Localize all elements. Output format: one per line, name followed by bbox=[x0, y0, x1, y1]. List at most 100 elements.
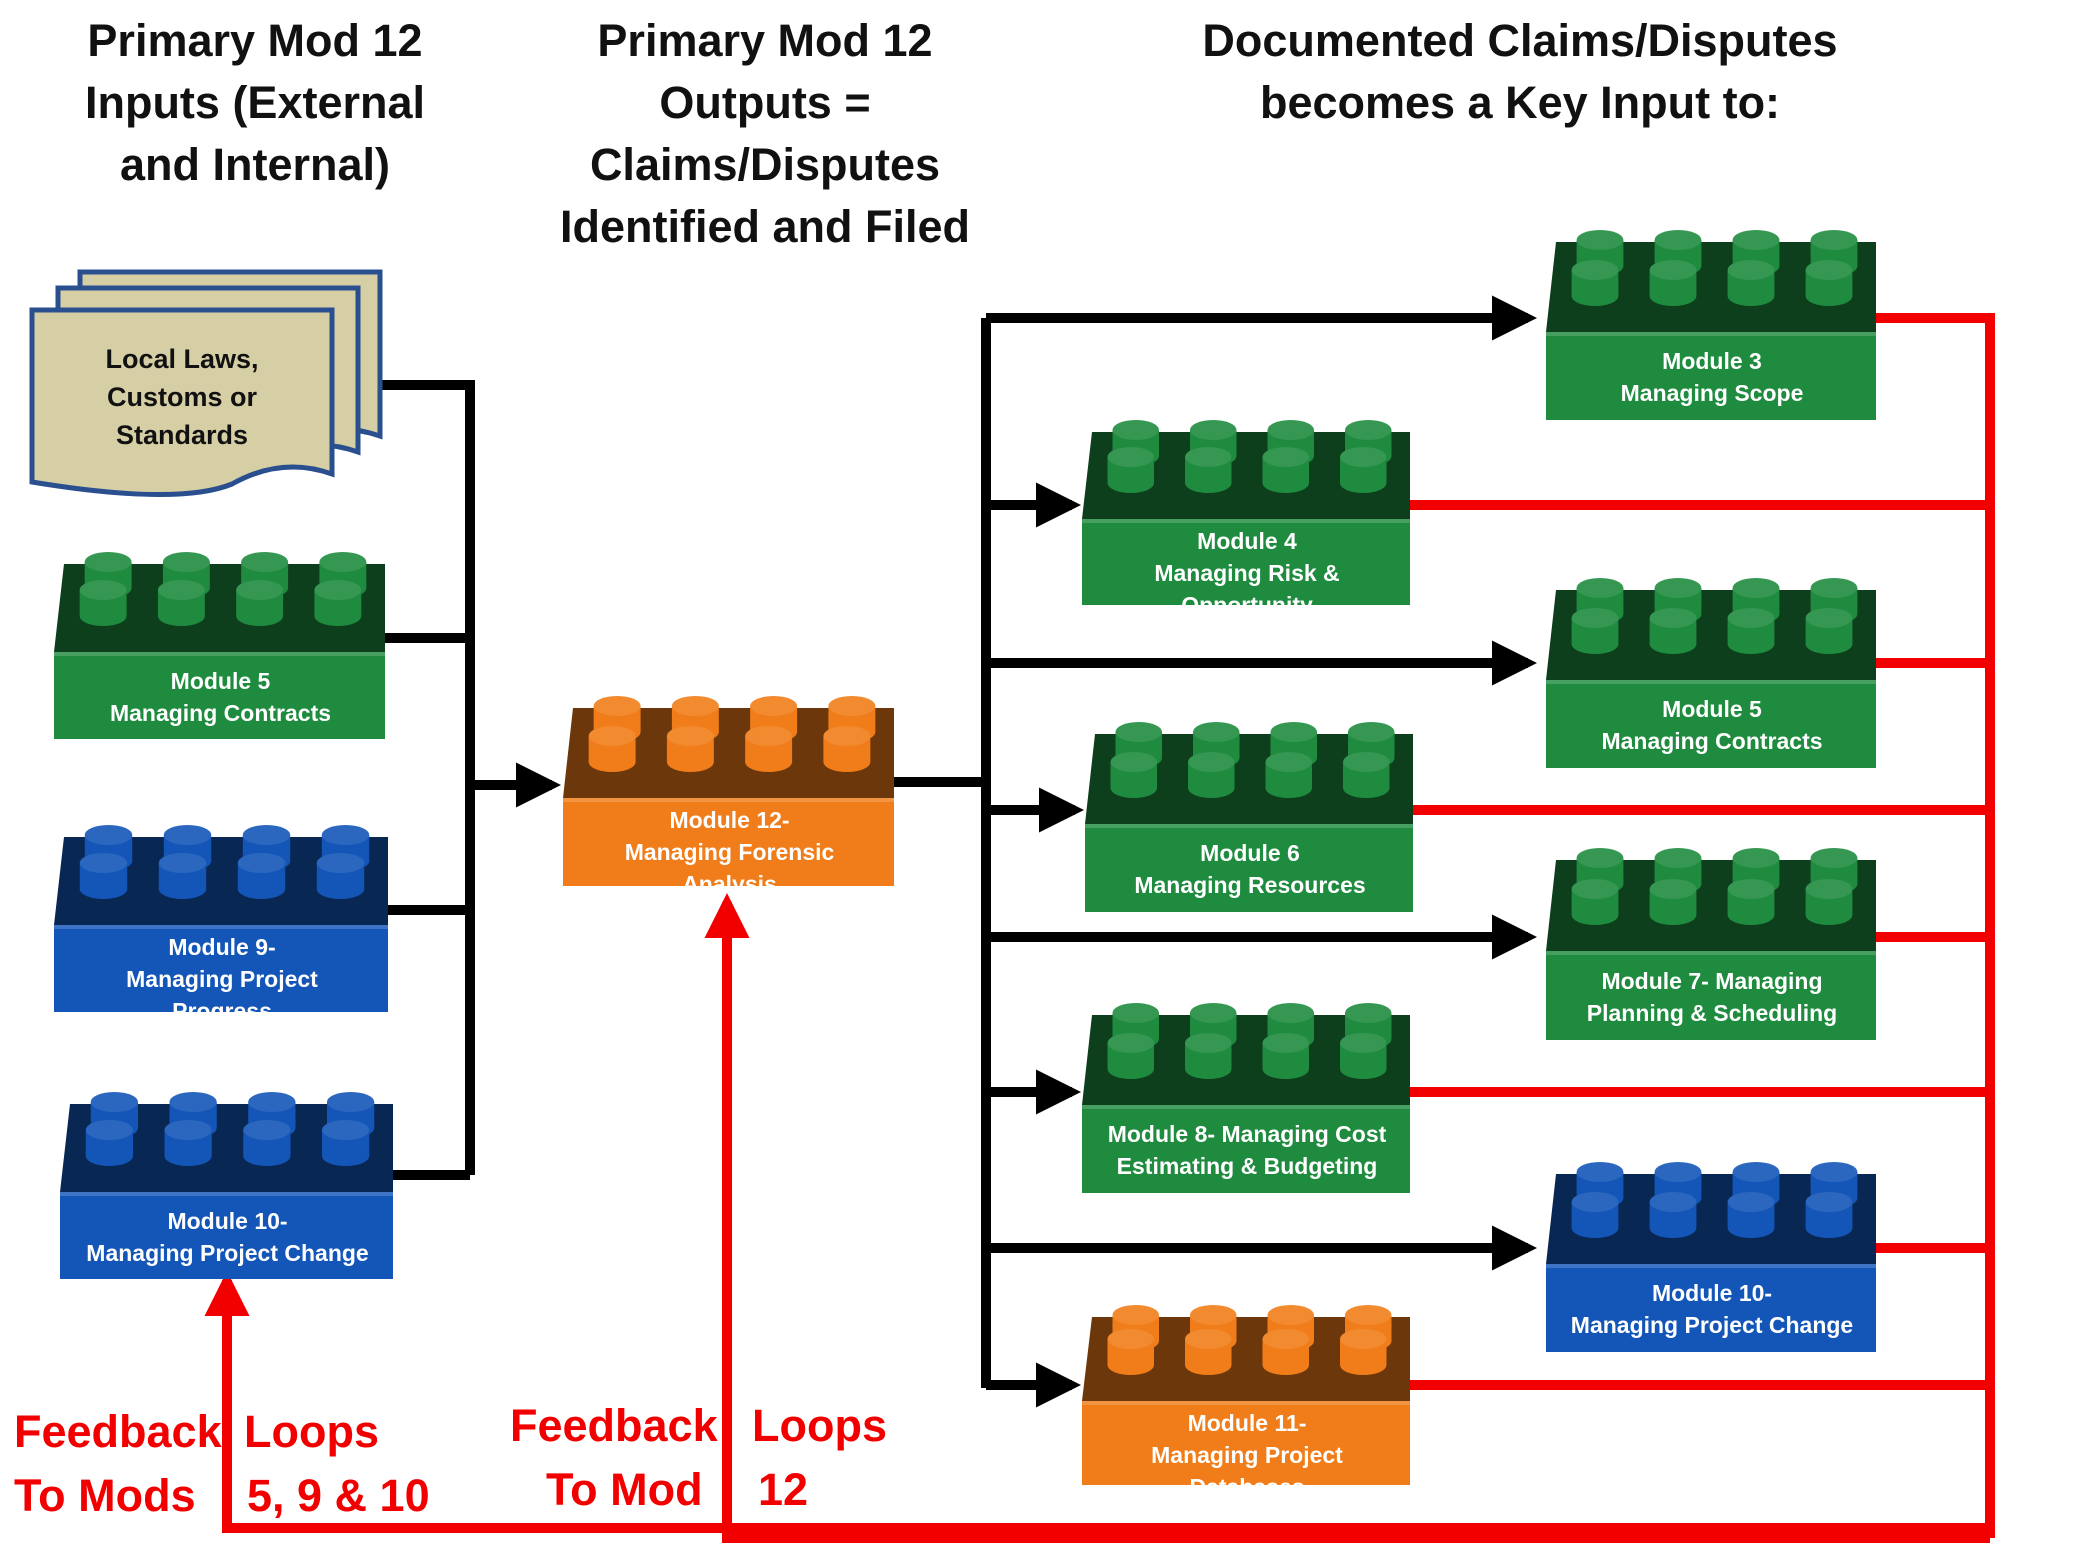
brick-stud-top bbox=[1810, 1162, 1858, 1182]
feedback-loop-to-mod-12 bbox=[704, 893, 1990, 1543]
heading-outputs-line-2: Outputs = bbox=[659, 77, 871, 128]
brick-stud bbox=[745, 726, 793, 772]
brick-stud-top bbox=[157, 580, 205, 600]
brick-stud-bottom bbox=[1343, 778, 1390, 798]
document-label: Local Laws, Customs or Standards bbox=[32, 340, 332, 454]
brick-stud-top bbox=[1571, 608, 1619, 628]
brick-front-edge bbox=[54, 652, 385, 656]
brick-stud-top bbox=[158, 853, 207, 873]
input-brick-module-10: Module 10-Managing Project Change bbox=[60, 1082, 395, 1279]
brick-label-line: Module 10- bbox=[1651, 1280, 1773, 1306]
brick-stud bbox=[79, 580, 127, 626]
brick-stud bbox=[85, 1120, 133, 1166]
brick-front-face bbox=[563, 798, 894, 886]
brick-stud-top bbox=[314, 580, 362, 600]
brick-front-face bbox=[1082, 1401, 1410, 1485]
brick-stud-top bbox=[1810, 578, 1858, 598]
brick-front-face bbox=[60, 1192, 393, 1279]
brick-top-face bbox=[1082, 1317, 1410, 1401]
brick-stud-bottom bbox=[1185, 1059, 1232, 1079]
brick-stud-bottom bbox=[1340, 1355, 1387, 1375]
brick-stud-top bbox=[1571, 1192, 1619, 1212]
brick-stud-top bbox=[322, 1120, 370, 1140]
brick-stud-top bbox=[162, 552, 210, 572]
brick-label-line: Analysis bbox=[682, 871, 777, 897]
brick-stud-top bbox=[1810, 848, 1858, 868]
brick-stud-top bbox=[1732, 578, 1780, 598]
feedback-label-mod12-word-4: 12 bbox=[758, 1464, 809, 1515]
brick-stud-top bbox=[1732, 1162, 1780, 1182]
connector-document bbox=[378, 380, 475, 1175]
brick-label-line: Managing Scope bbox=[1620, 380, 1804, 406]
brick-label-line: Module 7- Managing bbox=[1601, 968, 1823, 994]
brick-stud-bottom bbox=[164, 1146, 212, 1166]
brick-stud-top bbox=[1265, 752, 1312, 772]
brick-stud-bottom bbox=[588, 752, 636, 772]
brick-stud-top bbox=[1340, 1329, 1387, 1349]
heading-key-input: Documented Claims/Disputes becomes a Key… bbox=[1120, 10, 1920, 134]
brick-top-face bbox=[1085, 734, 1413, 824]
brick-stud-top bbox=[1654, 1162, 1702, 1182]
brick-stud-top bbox=[823, 726, 871, 746]
input-connectors bbox=[378, 380, 561, 1180]
brick-shape bbox=[563, 696, 894, 886]
document-label-line-3: Standards bbox=[115, 420, 249, 450]
brick-stud-top bbox=[1190, 420, 1237, 440]
brick-label-line: Module 12- bbox=[669, 807, 790, 833]
brick-shape bbox=[60, 1092, 393, 1279]
brick-stud-top bbox=[1110, 752, 1157, 772]
brick-label-line: Databases bbox=[1189, 1474, 1305, 1500]
brick-stud-top bbox=[242, 825, 291, 845]
brick-stud bbox=[1340, 1033, 1387, 1079]
document-page-front bbox=[29, 307, 335, 498]
brick-label-line: Module 6 bbox=[1200, 840, 1300, 866]
brick-stud-top bbox=[1571, 260, 1619, 280]
brick-front-edge bbox=[1082, 519, 1410, 523]
feedback-loop-to-mods-5-9-10 bbox=[204, 1271, 1990, 1533]
brick-stud bbox=[164, 1120, 212, 1166]
heading-outputs-line-3: Claims/Disputes bbox=[589, 139, 941, 190]
brick-stud bbox=[1185, 447, 1232, 493]
brick-stud bbox=[79, 853, 128, 899]
brick-stud-bottom bbox=[1649, 634, 1697, 654]
brick-stud-top bbox=[1267, 1305, 1314, 1325]
brick-stud-top bbox=[241, 552, 289, 572]
brick-stud-top bbox=[85, 1120, 133, 1140]
brick-stud-top bbox=[1115, 722, 1162, 742]
brick-stud-top bbox=[1190, 1305, 1237, 1325]
brick-stud-top bbox=[1340, 447, 1387, 467]
brick-front-edge bbox=[1546, 1264, 1876, 1268]
brick-stud-top bbox=[1571, 879, 1619, 899]
brick-stud-top bbox=[321, 825, 370, 845]
brick-label-line: Module 11- bbox=[1187, 1410, 1307, 1436]
brick-label-line: Managing Contracts bbox=[109, 700, 332, 726]
brick-stud-bottom bbox=[1805, 634, 1853, 654]
brick-front-edge bbox=[1546, 951, 1876, 955]
brick-stud-top bbox=[327, 1092, 375, 1112]
brick-label-line: Module 8- Managing Cost bbox=[1107, 1121, 1387, 1147]
brick-front-face bbox=[1085, 824, 1413, 912]
brick-label-line: Managing Project Change bbox=[1570, 1312, 1854, 1338]
brick-label-line: Managing Project Change bbox=[86, 1240, 369, 1266]
brick-stud-top bbox=[248, 1092, 296, 1112]
brick-stud-bottom bbox=[1727, 634, 1775, 654]
brick-stud-top bbox=[1270, 722, 1317, 742]
brick-stud-bottom bbox=[1262, 473, 1309, 493]
brick-front-edge bbox=[1546, 680, 1876, 684]
brick-stud-top bbox=[1345, 1305, 1392, 1325]
brick-stud-bottom bbox=[316, 879, 365, 899]
brick-label-line: Planning & Scheduling bbox=[1586, 1000, 1838, 1026]
brick-stud-top bbox=[164, 1120, 212, 1140]
brick-stud-bottom bbox=[1649, 286, 1697, 306]
brick-stud bbox=[1649, 608, 1697, 654]
brick-label: Module 10-Managing Project Change bbox=[60, 1198, 395, 1269]
brick-stud-top bbox=[79, 580, 127, 600]
